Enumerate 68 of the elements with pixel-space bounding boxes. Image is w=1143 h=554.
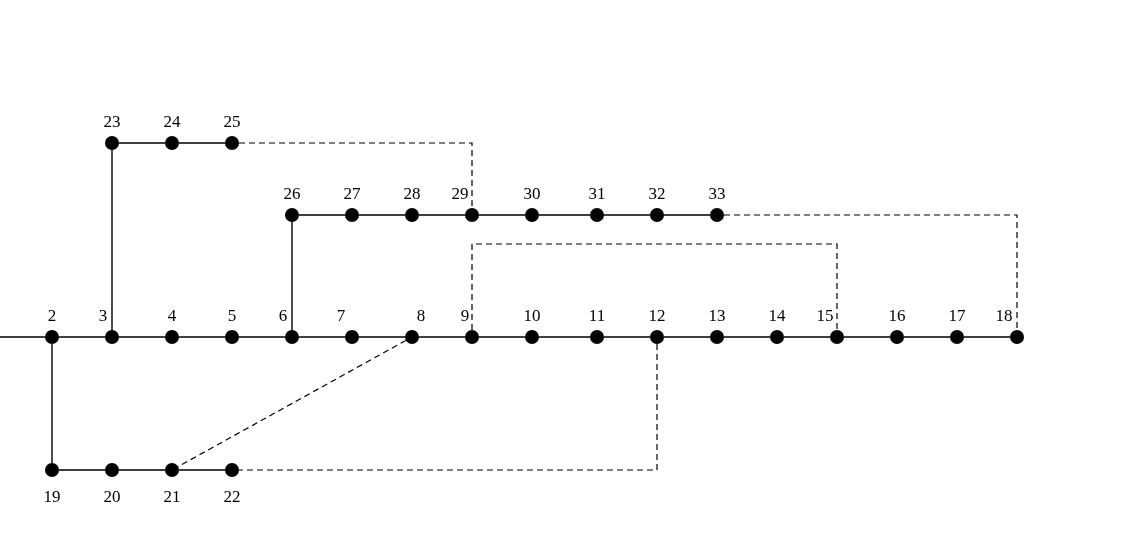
bus-number: 22 [223, 487, 241, 505]
line [51, 343, 53, 464]
line [298, 336, 346, 338]
line [663, 214, 711, 216]
tie-line [238, 142, 473, 209]
line [358, 336, 406, 338]
bus-number: 17 [948, 306, 966, 324]
line [291, 221, 293, 331]
tie-line [471, 243, 838, 331]
bus-number: 5 [227, 306, 237, 324]
line [358, 214, 406, 216]
bus-number: 18 [995, 306, 1013, 324]
line [178, 336, 226, 338]
bus-number: 25 [223, 112, 241, 130]
line [118, 142, 166, 144]
line [178, 142, 226, 144]
bus-number: 4 [167, 306, 177, 324]
bus-number: 26 [283, 184, 301, 202]
bus-number: 3 [98, 306, 108, 324]
line [0, 336, 46, 338]
line [903, 336, 951, 338]
line [663, 336, 711, 338]
bus-number: 33 [708, 184, 726, 202]
bus-number: 9 [460, 306, 470, 324]
line [843, 336, 891, 338]
bus-number: 8 [416, 306, 426, 324]
bus-number: 32 [648, 184, 666, 202]
bus-number: 24 [163, 112, 181, 130]
tie-line [238, 343, 658, 471]
bus-number: 31 [588, 184, 606, 202]
line [58, 336, 106, 338]
line [538, 336, 591, 338]
line [478, 336, 526, 338]
bus-number: 21 [163, 487, 181, 505]
bus-number: 11 [588, 306, 606, 324]
bus-number: 10 [523, 306, 541, 324]
bus-number: 28 [403, 184, 421, 202]
line [418, 336, 466, 338]
line [418, 214, 466, 216]
line [538, 214, 591, 216]
bus-number: 20 [103, 487, 121, 505]
tie-line [723, 214, 1018, 331]
bus-number: 12 [648, 306, 666, 324]
line [111, 149, 113, 331]
bus-number: 23 [103, 112, 121, 130]
line [118, 469, 166, 471]
line [603, 214, 651, 216]
line [118, 336, 166, 338]
line [178, 469, 226, 471]
line [478, 214, 526, 216]
bus-number: 15 [816, 306, 834, 324]
line [603, 336, 651, 338]
bus-number: 2 [47, 306, 57, 324]
line [783, 336, 831, 338]
bus-number: 14 [768, 306, 786, 324]
bus-number: 29 [451, 184, 469, 202]
bus-number: 27 [343, 184, 361, 202]
line [963, 336, 1011, 338]
line [298, 214, 346, 216]
line [58, 469, 106, 471]
bus-number: 19 [43, 487, 61, 505]
bus-number: 6 [278, 306, 288, 324]
bus-number: 30 [523, 184, 541, 202]
bus-number: 7 [336, 306, 346, 324]
line [723, 336, 771, 338]
bus-number: 16 [888, 306, 906, 324]
line [238, 336, 286, 338]
bus-number: 13 [708, 306, 726, 324]
